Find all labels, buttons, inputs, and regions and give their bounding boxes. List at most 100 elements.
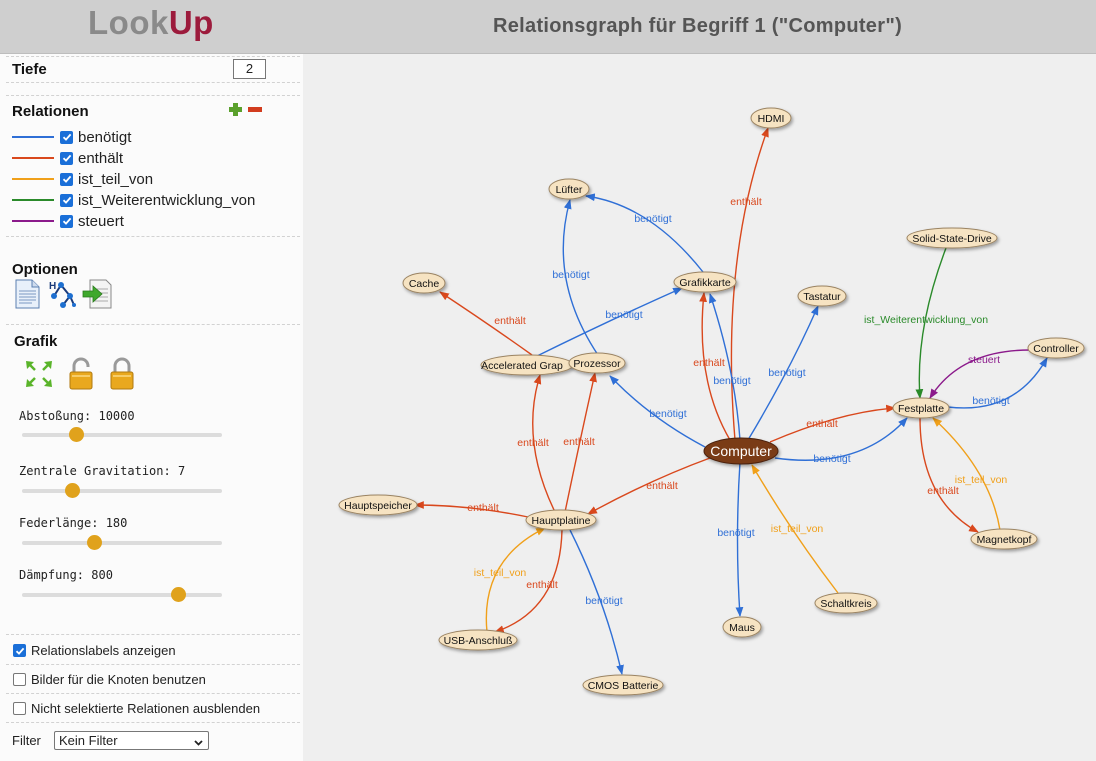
divider [6, 693, 300, 694]
slider-daempfung[interactable] [22, 587, 222, 602]
node-hauptplatine[interactable]: Hauptplatine [525, 509, 597, 531]
fit-view-icon[interactable] [25, 360, 53, 391]
edge-label: ist_teil_von [771, 523, 824, 535]
relation-checkbox[interactable] [60, 172, 73, 186]
relation-checkbox[interactable] [60, 214, 73, 228]
node-grafikkarte[interactable]: Grafikkarte [673, 271, 737, 293]
edge-magnetkopf-festplatte [932, 417, 1001, 531]
slider-knob[interactable] [171, 587, 186, 602]
node-tastatur[interactable]: Tastatur [797, 285, 847, 307]
remove-relation-icon[interactable] [247, 102, 263, 120]
relation-checkbox[interactable] [60, 130, 73, 144]
relation-label: ist_teil_von [78, 170, 154, 188]
edge-label: enthält [693, 357, 725, 369]
divider [6, 634, 300, 635]
edge-label: benötigt [649, 408, 686, 420]
hierarchy-icon[interactable]: H [48, 279, 76, 312]
node-schaltkreis[interactable]: Schaltkreis [814, 592, 878, 614]
tiefe-label: Tiefe [12, 61, 47, 78]
tiefe-input[interactable]: 2 [233, 59, 266, 79]
node-usb-anschluss[interactable]: USB-Anschluß [438, 629, 518, 651]
graph-edges [414, 127, 1048, 675]
node-magnetkopf[interactable]: Magnetkopf [970, 528, 1038, 550]
app-logo[interactable]: LookUp [88, 4, 214, 42]
node-cache[interactable]: Cache [402, 272, 446, 294]
relation-graph[interactable]: enthält benötigt benötigt enthält benöti… [303, 54, 1096, 761]
add-relation-icon[interactable] [228, 102, 243, 120]
option-relationen-ausblenden[interactable]: Nicht selektierte Relationen ausblenden [13, 701, 260, 716]
node-accelerated-graphics[interactable]: Accelerated Grap [480, 354, 574, 376]
node-hdmi[interactable]: HDMI [750, 107, 792, 129]
node-label: Maus [729, 622, 755, 634]
node-festplatte[interactable]: Festplatte [892, 397, 950, 419]
node-cmos-batterie[interactable]: CMOS Batterie [582, 674, 664, 696]
relation-row-steuert[interactable]: steuert [12, 212, 124, 230]
edge-label: ist_teil_von [474, 567, 527, 579]
node-luefter[interactable]: Lüfter [548, 178, 590, 200]
relation-checkbox[interactable] [60, 193, 73, 207]
edge-label: benötigt [605, 309, 642, 321]
edge-label: benötigt [813, 453, 850, 465]
graph-nodes[interactable]: HDMI Lüfter Grafikkarte Tastatur Cache A… [338, 107, 1085, 696]
edge-schaltkreis-computer [751, 464, 839, 594]
edge-hauptplatine-cmos [569, 529, 624, 675]
node-maus[interactable]: Maus [722, 616, 762, 638]
divider [6, 236, 300, 237]
divider [6, 722, 300, 723]
unlock-icon[interactable] [68, 357, 94, 393]
export-icon[interactable] [82, 279, 112, 312]
edge-label: enthält [646, 480, 678, 492]
slider-gravitation[interactable] [22, 483, 222, 498]
grafik-title: Grafik [14, 333, 58, 350]
checkbox-ausblenden[interactable] [13, 702, 26, 715]
node-label: USB-Anschluß [444, 635, 513, 647]
option-relationslabels[interactable]: Relationslabels anzeigen [13, 643, 176, 658]
edge-computer-festplatte-benoetigt [774, 417, 908, 461]
node-prozessor[interactable]: Prozessor [568, 352, 626, 374]
node-label-center: Computer [710, 443, 772, 459]
relation-row-ist-teil-von[interactable]: ist_teil_von [12, 170, 153, 188]
edge-controller-festplatte [929, 349, 1031, 399]
node-hauptspeicher[interactable]: Hauptspeicher [338, 494, 418, 516]
slider-knob[interactable] [87, 535, 102, 550]
node-label: Lüfter [556, 184, 583, 196]
edge-label: benötigt [552, 269, 589, 281]
divider [6, 82, 300, 83]
relation-row-enthaelt[interactable]: enthält [12, 149, 123, 167]
chevron-down-icon [193, 735, 204, 752]
filter-select[interactable]: Kein Filter [54, 731, 209, 750]
node-label: Controller [1033, 343, 1079, 355]
node-label: Solid-State-Drive [912, 233, 992, 245]
options-title: Optionen [12, 261, 78, 278]
lock-icon[interactable] [109, 357, 135, 393]
graph-canvas[interactable]: enthält benötigt benötigt enthält benöti… [303, 54, 1096, 761]
node-label: Tastatur [803, 291, 841, 303]
divider [6, 56, 300, 57]
node-solid-state-drive[interactable]: Solid-State-Drive [906, 227, 998, 249]
edge-computer-tastatur [747, 305, 819, 441]
relation-row-benoetigt[interactable]: benötigt [12, 128, 131, 146]
edge-label: enthält [494, 315, 526, 327]
slider-knob[interactable] [65, 483, 80, 498]
edge-label: benötigt [713, 375, 750, 387]
edge-accel-grafikkarte [534, 287, 683, 358]
relation-color-line [12, 199, 54, 201]
node-computer[interactable]: Computer [703, 437, 779, 465]
node-label: Hauptspeicher [344, 500, 412, 512]
slider-label-gravitation: Zentrale Gravitation: 7 [19, 464, 186, 478]
slider-federlaenge[interactable] [22, 535, 222, 550]
edge-computer-grafikkarte-enthaelt [699, 292, 731, 441]
relation-checkbox[interactable] [60, 151, 73, 165]
slider-abstossung[interactable] [22, 427, 222, 442]
checkbox-relationslabels[interactable] [13, 644, 26, 657]
option-bilder-knoten[interactable]: Bilder für die Knoten benutzen [13, 672, 206, 687]
edge-label: ist_Weiterentwicklung_von [864, 314, 988, 326]
checkbox-bilder[interactable] [13, 673, 26, 686]
slider-knob[interactable] [69, 427, 84, 442]
node-controller[interactable]: Controller [1027, 337, 1085, 359]
document-icon[interactable] [14, 279, 41, 312]
edge-prozessor-luefter [562, 199, 599, 356]
edge-computer-prozessor [609, 375, 706, 448]
relation-row-weiterentwicklung[interactable]: ist_Weiterentwicklung_von [12, 191, 255, 209]
relation-label: enthält [78, 149, 124, 167]
